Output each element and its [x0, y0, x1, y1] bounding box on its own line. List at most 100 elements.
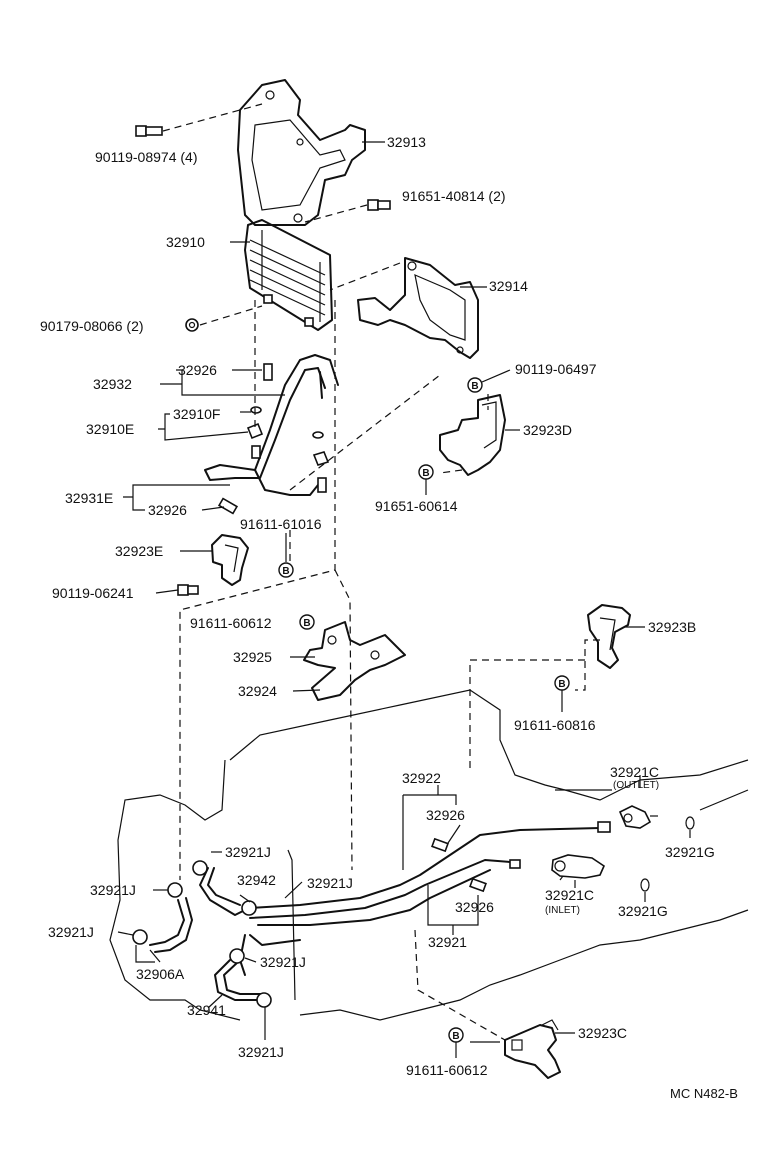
bracket-32924	[303, 621, 406, 701]
bracket-32913	[237, 79, 366, 226]
bracket-32914	[329, 257, 479, 359]
clamp-32921j-f	[256, 992, 272, 1008]
label-32910f: 32910F	[173, 406, 220, 422]
gasket-left	[312, 431, 324, 439]
label-32921j-e: 32921J	[260, 954, 306, 970]
label-32932: 32932	[93, 376, 132, 392]
bracket-32923e	[211, 534, 249, 586]
connector-32921c-outlet	[618, 805, 658, 829]
guide-line	[334, 569, 353, 871]
label-90119-08974: 90119-08974 (4)	[95, 149, 197, 165]
label-32921: 32921	[428, 934, 467, 950]
label-32923d: 32923D	[523, 422, 572, 438]
label-32921j-b: 32921J	[90, 882, 136, 898]
label-32921g-a: 32921G	[665, 844, 715, 860]
label-91651-60614: 91651-60614	[375, 498, 458, 514]
gasket-32910f	[250, 406, 262, 414]
marker-b: B	[418, 464, 434, 480]
clamp-32921j-e	[229, 948, 245, 964]
label-32923c: 32923C	[578, 1025, 627, 1041]
clamp-32921j-c	[241, 900, 257, 916]
o-ring-32921g-a	[685, 816, 695, 830]
bracket-32923b	[587, 604, 631, 669]
label-32910: 32910	[166, 234, 205, 250]
label-91611-60612-b: 91611-60612	[406, 1062, 488, 1078]
guide-line	[469, 659, 585, 770]
marker-b: B	[554, 675, 570, 691]
hose-32926-c	[431, 837, 449, 853]
svg-text:B: B	[452, 1031, 459, 1042]
guide-line	[414, 929, 506, 1041]
label-91611-60612-a: 91611-60612	[190, 615, 272, 631]
svg-text:B: B	[303, 618, 310, 629]
leader-lines	[117, 141, 691, 1058]
nut-90179-08066	[185, 305, 263, 332]
label-32924: 32924	[238, 683, 277, 699]
hose-32926-d	[469, 877, 487, 893]
bracket-32923c	[504, 1019, 561, 1079]
marker-b: B	[278, 562, 294, 578]
label-32923b: 32923B	[648, 619, 696, 635]
bolt-90119-06241	[177, 584, 199, 596]
label-90119-06241: 90119-06241	[52, 585, 134, 601]
union-right	[312, 451, 330, 466]
guide-line	[179, 300, 336, 880]
note-inlet: (INLET)	[545, 905, 580, 916]
label-90179-08066: 90179-08066 (2)	[40, 318, 144, 334]
diagram-reference: MC N482-B	[670, 1086, 738, 1101]
hose-32942	[199, 867, 246, 916]
label-32926-d: 32926	[455, 899, 494, 915]
label-91611-60816: 91611-60816	[514, 717, 596, 733]
hose-32926-b	[217, 497, 239, 515]
clamp-32921j-b	[167, 882, 183, 898]
note-outlet: (OUTLET)	[613, 780, 659, 791]
connector-32921c-inlet	[551, 854, 606, 879]
label-32914: 32914	[489, 278, 528, 294]
label-32913: 32913	[387, 134, 426, 150]
label-91651-40814: 91651-40814 (2)	[402, 188, 506, 204]
marker-b: B	[467, 377, 483, 393]
label-32921j-d: 32921J	[48, 924, 94, 940]
bolt-91651-40814	[304, 199, 391, 223]
label-32941: 32941	[187, 1002, 226, 1018]
label-32931e: 32931E	[65, 490, 113, 506]
label-32926-a: 32926	[178, 362, 217, 378]
oil-cooler-32910	[244, 219, 333, 331]
label-32921j-c: 32921J	[307, 875, 353, 891]
clamp-32921j-a	[192, 860, 208, 876]
guide-line	[575, 639, 600, 691]
label-32910e: 32910E	[86, 421, 134, 437]
hose-32941	[214, 959, 263, 1001]
label-32921j-a: 32921J	[225, 844, 271, 860]
svg-text:B: B	[422, 468, 429, 479]
svg-text:B: B	[471, 381, 478, 392]
clamp-32921j-d	[132, 929, 148, 945]
label-32925: 32925	[233, 649, 272, 665]
label-32921j-f: 32921J	[238, 1044, 284, 1060]
cooler-lines-32921	[239, 821, 611, 976]
bracket-32923d	[439, 394, 506, 476]
guide-line	[289, 374, 441, 491]
label-32926-b: 32926	[148, 502, 187, 518]
bolt-90119-08974	[135, 103, 263, 137]
label-32921c-inlet: 32921C	[545, 887, 594, 903]
o-ring-32921g-b	[640, 878, 650, 892]
label-32922: 32922	[402, 770, 441, 786]
label-91611-61016: 91611-61016	[240, 516, 322, 532]
oil-cooler-tubes	[204, 354, 339, 496]
transmission-outline	[109, 689, 749, 1021]
label-32926-c: 32926	[426, 807, 465, 823]
label-32942: 32942	[237, 872, 276, 888]
label-32921c-outlet: 32921C	[610, 764, 659, 780]
label-90119-06497: 90119-06497	[515, 361, 597, 377]
hose-32926-a	[263, 363, 273, 381]
label-32923e: 32923E	[115, 543, 163, 559]
hose-32906a	[149, 897, 193, 953]
svg-text:B: B	[282, 566, 289, 577]
marker-b: B	[448, 1027, 464, 1043]
marker-b: B	[299, 614, 315, 630]
svg-text:B: B	[558, 679, 565, 690]
label-32921g-b: 32921G	[618, 903, 668, 919]
label-32906a: 32906A	[136, 966, 185, 982]
